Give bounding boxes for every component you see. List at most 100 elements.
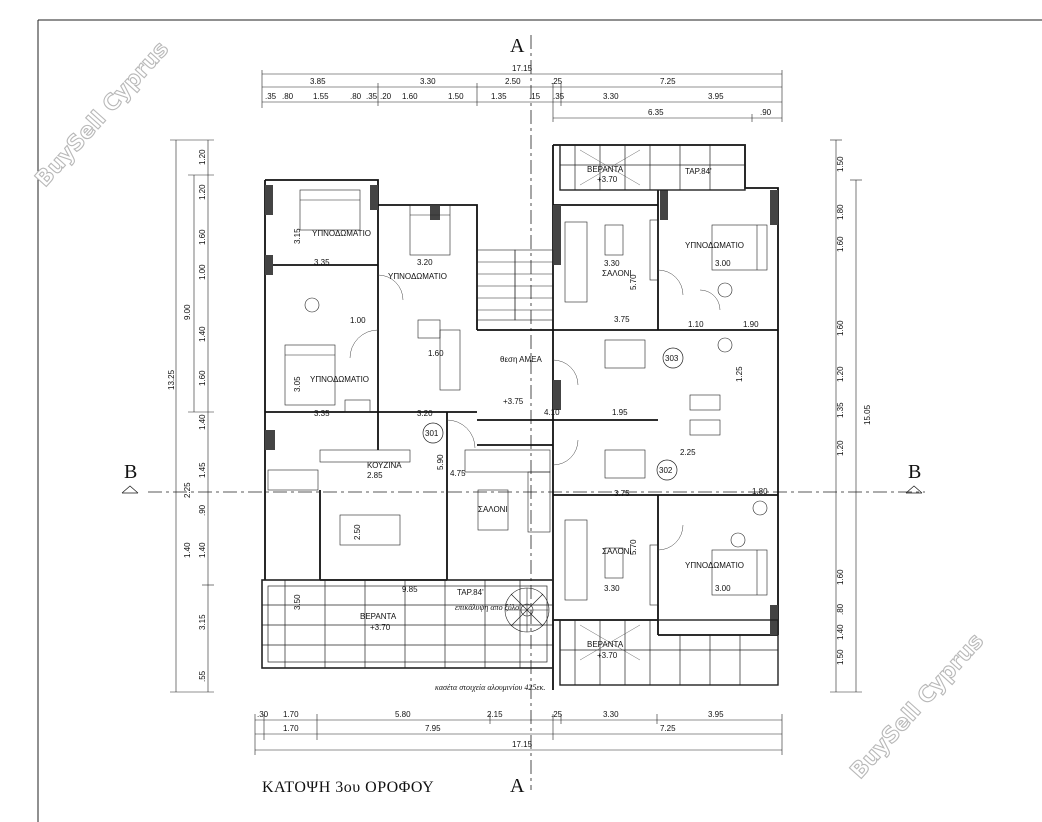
- dim-top-r3-0: 6.35: [648, 108, 664, 117]
- dim-int-6: 3.75: [614, 315, 630, 324]
- unit-303: 303: [665, 354, 679, 363]
- room-bedroom-4: ΥΠΝΟΔΩΜΑΤΙΟ: [685, 241, 744, 250]
- room-bedroom-3: ΥΠΝΟΔΩΜΑΤΙΟ: [310, 375, 369, 384]
- dim-right-inner-9: .80: [836, 603, 845, 615]
- dim-int-10: 4.10: [544, 408, 560, 417]
- veranda-bottom-left: [261, 579, 554, 669]
- building-walls: [264, 144, 779, 690]
- dim-left-inner-5: 1.60: [198, 370, 207, 386]
- dim-int-22: 3.50: [293, 594, 302, 610]
- dim-left-inner-0: 1.20: [198, 149, 207, 165]
- unit-markers: [422, 347, 684, 481]
- dim-bot-r2-1: 7.95: [425, 724, 441, 733]
- furniture: [267, 189, 768, 606]
- dim-left-inner-1: 1.20: [198, 184, 207, 200]
- dim-bot-total: 17.15: [512, 740, 533, 749]
- veranda-top-right: [559, 144, 746, 191]
- room-tap-2: ΤΑΡ.84': [457, 588, 484, 597]
- dim-int-1: 3.20: [417, 258, 433, 267]
- dim-left-inner-8: 2.25: [183, 482, 192, 498]
- dim-right-inner-4: 1.35: [836, 402, 845, 418]
- unit-301: 301: [425, 429, 439, 438]
- dim-right-inner-5: 1.20: [836, 440, 845, 456]
- dim-int-12: 4.75: [450, 469, 466, 478]
- dim-int-8: 3.30: [604, 584, 620, 593]
- dim-bot-r1-0: .30: [257, 710, 269, 719]
- dim-left-outer-2: 3.15: [198, 614, 207, 630]
- top-dimension-lines: [261, 70, 783, 122]
- dim-int-19: 3.05: [293, 376, 302, 392]
- dim-int-14: 2.50: [353, 524, 362, 540]
- dim-left-inner-7: 1.45: [198, 462, 207, 478]
- veranda-diagonals: [579, 149, 641, 661]
- dim-int-11: 1.95: [612, 408, 628, 417]
- dim-top-r2-1: .80: [282, 92, 294, 101]
- dim-top-r2-10: .35: [553, 92, 565, 101]
- section-a-top: A: [510, 35, 525, 57]
- dim-top-r2-12: 3.95: [708, 92, 724, 101]
- left-dimension-lines: [170, 139, 214, 693]
- door-swings: [349, 269, 721, 551]
- dim-int-24: 1.60: [428, 349, 444, 358]
- dim-top-r2-3: .80: [350, 92, 362, 101]
- dim-int-23: 1.00: [350, 316, 366, 325]
- staircase: [476, 249, 554, 321]
- watermark-bottom-right: BuySell Cyprus: [846, 629, 989, 784]
- dim-bot-r1-1: 1.70: [283, 710, 299, 719]
- note-kaseta: κασέτα στοιχεία αλουμινίου 425εκ.: [435, 683, 545, 692]
- watermark-top-left: BuySell Cyprus: [31, 37, 174, 192]
- dim-bot-r1-6: 3.95: [708, 710, 724, 719]
- dim-int-2: 3.35: [314, 409, 330, 418]
- dim-left-inner-4: 1.40: [198, 326, 207, 342]
- unit-302: 302: [659, 466, 673, 475]
- dim-bot-r2-2: 7.25: [660, 724, 676, 733]
- level-veranda-2: +3.70: [597, 175, 618, 184]
- dim-left-inner-2: 1.60: [198, 229, 207, 245]
- dim-int-5: 3.00: [715, 259, 731, 268]
- dim-int-21: 9.85: [402, 585, 418, 594]
- dim-int-7: 3.75: [614, 489, 630, 498]
- dim-top-r2-6: 1.60: [402, 92, 418, 101]
- room-ac: θεση ΑΜΕΑ: [500, 355, 543, 364]
- room-veranda-3: ΒΕΡΑΝΤΑ: [587, 640, 624, 649]
- dim-right-inner-1: 1.80: [836, 204, 845, 220]
- dim-left-inner-11: 1.40: [198, 542, 207, 558]
- dim-int-13: 2.85: [367, 471, 383, 480]
- dim-top-r2-11: 3.30: [603, 92, 619, 101]
- section-b-left: B: [124, 461, 137, 483]
- note-epikalypsi: επικάλυψη απο ξύλο: [455, 603, 519, 612]
- dim-right-inner-6: 1.60: [836, 569, 845, 585]
- section-b-arrows: [121, 485, 923, 494]
- veranda-bottom-right: [559, 619, 779, 686]
- dim-int-18: 2.25: [680, 448, 696, 457]
- dim-right-outer-0: 15.05: [863, 404, 872, 425]
- bottom-dimension-lines: [254, 714, 783, 755]
- dim-int-16: 5.70: [629, 274, 638, 290]
- dim-int-17: 5.70: [629, 539, 638, 555]
- dim-right-inner-2: 1.60: [836, 236, 845, 252]
- dim-int-20: 3.15: [293, 228, 302, 244]
- room-living-1: ΣΑΛΟΝΙ: [602, 269, 632, 278]
- dim-top-r2-9: .15: [529, 92, 541, 101]
- dim-right-inner-3: 1.20: [836, 366, 845, 382]
- level-main: +3.75: [503, 397, 524, 406]
- dim-bot-r1-3: 2.15: [487, 710, 503, 719]
- dim-left-outer-0: 9.00: [183, 304, 192, 320]
- dim-right-inner-10: 1.40: [836, 624, 845, 640]
- dim-left-inner-3: 1.00: [198, 264, 207, 280]
- dim-top-r1-0: 3.85: [310, 77, 326, 86]
- dim-left-inner-12: .55: [198, 670, 207, 682]
- dim-top-r1-4: 7.25: [660, 77, 676, 86]
- dim-top-total: 17.15: [512, 64, 533, 73]
- level-veranda-1: +3.70: [370, 623, 391, 632]
- spiral-stair: [504, 587, 550, 633]
- dim-top-r2-7: 1.50: [448, 92, 464, 101]
- room-veranda-1: ΒΕΡΑΝΤΑ: [360, 612, 397, 621]
- dim-right-inner-7: 1.50: [836, 649, 845, 665]
- dim-left-inner-9: .90: [198, 504, 207, 516]
- dim-top-r1-2: 2.50: [505, 77, 521, 86]
- dim-int-27: 1.80: [752, 487, 768, 496]
- room-bedroom-5: ΥΠΝΟΔΩΜΑΤΙΟ: [685, 561, 744, 570]
- dim-int-0: 3.35: [314, 258, 330, 267]
- dim-int-3: 3.20: [417, 409, 433, 418]
